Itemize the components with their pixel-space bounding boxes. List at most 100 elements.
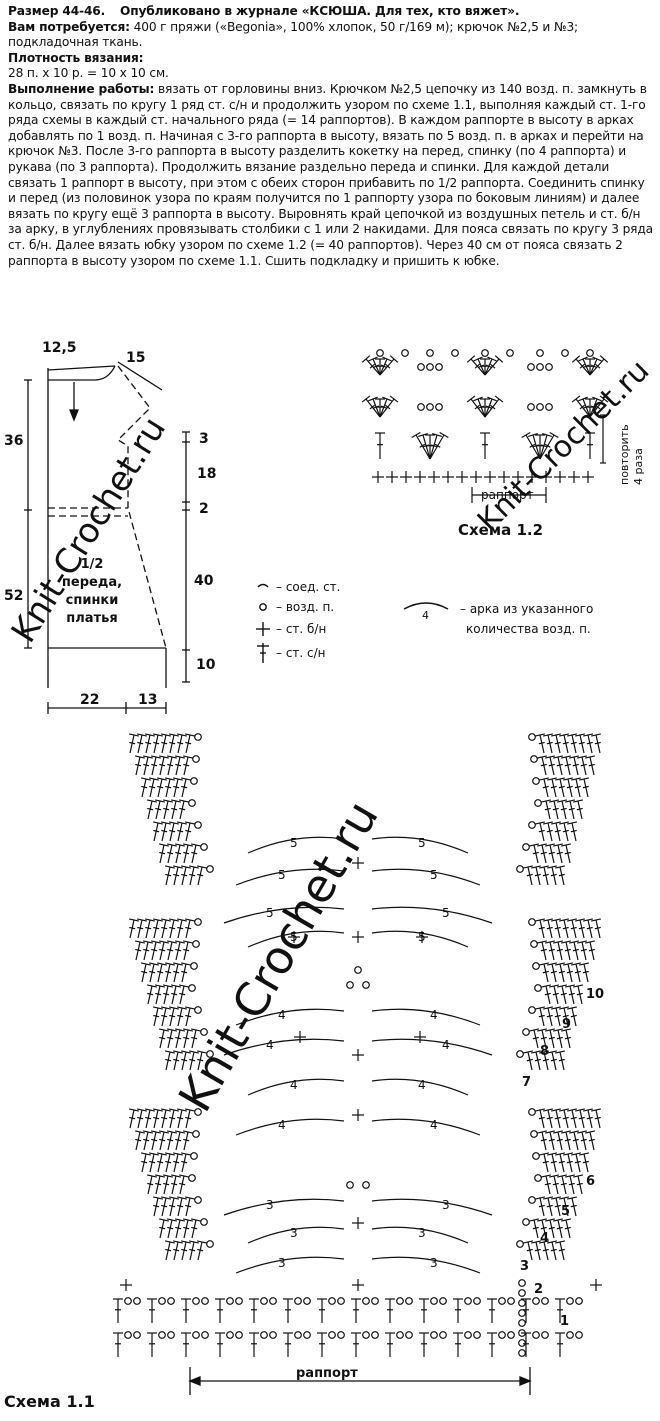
dc-slash xyxy=(538,829,545,833)
dc-stem xyxy=(185,734,191,754)
dc-stem xyxy=(581,756,587,776)
chain-stitch xyxy=(528,733,536,741)
dc-top xyxy=(136,733,148,737)
chain-stitch xyxy=(396,1331,404,1339)
dc-top xyxy=(166,843,178,847)
size-title: Размер 44-46. xyxy=(8,4,106,18)
chain-stitch xyxy=(401,349,409,357)
dc-stitch xyxy=(571,355,591,376)
schema12-repeat-2: 4 раза xyxy=(632,448,645,485)
dc-top xyxy=(172,777,184,781)
dc-stem xyxy=(541,844,547,864)
dc-stitch xyxy=(562,962,574,983)
dc-top xyxy=(568,755,580,759)
dc-top xyxy=(432,433,442,437)
chain-stitch xyxy=(235,1331,243,1339)
dc-top xyxy=(521,431,531,439)
dc-slash xyxy=(544,443,551,448)
dc-slash xyxy=(474,363,480,369)
dc-symbol xyxy=(257,643,269,663)
dc-stem xyxy=(181,1241,187,1261)
dc-stitch xyxy=(584,1130,596,1151)
dc-slash xyxy=(129,1116,136,1120)
chain-arc xyxy=(371,868,481,886)
dc-top xyxy=(578,356,588,362)
dc-slash xyxy=(580,1138,587,1142)
dc-top xyxy=(536,940,548,944)
dc-stitch xyxy=(158,940,170,961)
dc-stitch xyxy=(542,918,554,939)
dc-stitch xyxy=(521,431,541,460)
dc-stitch xyxy=(379,355,399,376)
chain-stitch xyxy=(518,1319,526,1327)
dc-top xyxy=(168,1108,180,1112)
dc-top xyxy=(548,1174,560,1178)
dc-top xyxy=(558,918,570,922)
dc-top xyxy=(178,984,190,988)
dc-slash xyxy=(572,763,579,767)
dc-stitch xyxy=(168,821,180,842)
dc-top xyxy=(562,777,574,781)
dc-slash xyxy=(161,1014,168,1018)
dc-stem xyxy=(163,985,169,1005)
dc-top xyxy=(368,356,378,362)
chain-arc xyxy=(371,906,493,924)
dc-stem xyxy=(173,866,179,886)
dc-top xyxy=(176,1108,188,1112)
dc-slash xyxy=(556,1036,563,1040)
dc-stem xyxy=(155,1175,161,1195)
dc-slash xyxy=(169,741,176,745)
dc-stitch xyxy=(522,1050,534,1071)
dc-stem xyxy=(145,734,151,754)
chain-stitch xyxy=(426,349,434,357)
dc-top xyxy=(182,755,194,759)
dc-top xyxy=(522,865,534,869)
dc-stitch xyxy=(536,1218,548,1239)
dc-stitch xyxy=(184,1196,196,1217)
dc-slash xyxy=(542,970,549,974)
dc-stitch xyxy=(172,1050,184,1071)
dc-stitch xyxy=(136,918,148,939)
dc-stem xyxy=(143,756,149,776)
dc-top xyxy=(184,1006,196,1010)
chain-stitch xyxy=(473,1331,481,1339)
dc-stitch xyxy=(560,1028,572,1049)
dc-stem xyxy=(165,866,171,886)
dc-slash xyxy=(385,363,391,369)
dc-stem xyxy=(183,1219,189,1239)
dc-stem xyxy=(175,844,181,864)
dc-stitch xyxy=(164,1240,176,1261)
dc-top xyxy=(176,821,188,825)
dc-slash xyxy=(169,926,176,930)
dc-stitch xyxy=(128,1108,140,1129)
chain-stitch xyxy=(518,1339,526,1347)
dc-slash xyxy=(562,741,569,745)
dc-stem xyxy=(147,985,153,1005)
dc-top xyxy=(558,1006,570,1010)
dc-stitch xyxy=(368,396,381,418)
dc-top xyxy=(578,777,590,781)
dc-top xyxy=(190,1218,202,1222)
dc-stitch xyxy=(419,1298,429,1323)
dc-stitch xyxy=(162,799,174,820)
dc-stem xyxy=(151,756,157,776)
dc-stitch xyxy=(550,1196,562,1217)
dc-slash xyxy=(384,404,391,410)
dc-stem xyxy=(177,919,183,939)
dc-top xyxy=(550,1108,562,1112)
dc-slash xyxy=(141,970,148,974)
chain-stitch xyxy=(516,1050,524,1058)
dc-slash xyxy=(149,1160,156,1164)
dc-stem xyxy=(161,919,167,939)
dc-stem xyxy=(575,963,581,983)
dc-top xyxy=(534,1108,546,1112)
dc-stitch xyxy=(174,1130,186,1151)
dc-stitch xyxy=(578,396,591,418)
dc-stem xyxy=(549,1029,555,1049)
chain-stitch xyxy=(188,799,196,807)
dc-stitch xyxy=(566,1108,578,1129)
dc-stem xyxy=(581,1131,587,1151)
dc-stitch xyxy=(534,1108,546,1129)
chain-stitch xyxy=(545,363,553,371)
dc-top xyxy=(156,1152,168,1156)
